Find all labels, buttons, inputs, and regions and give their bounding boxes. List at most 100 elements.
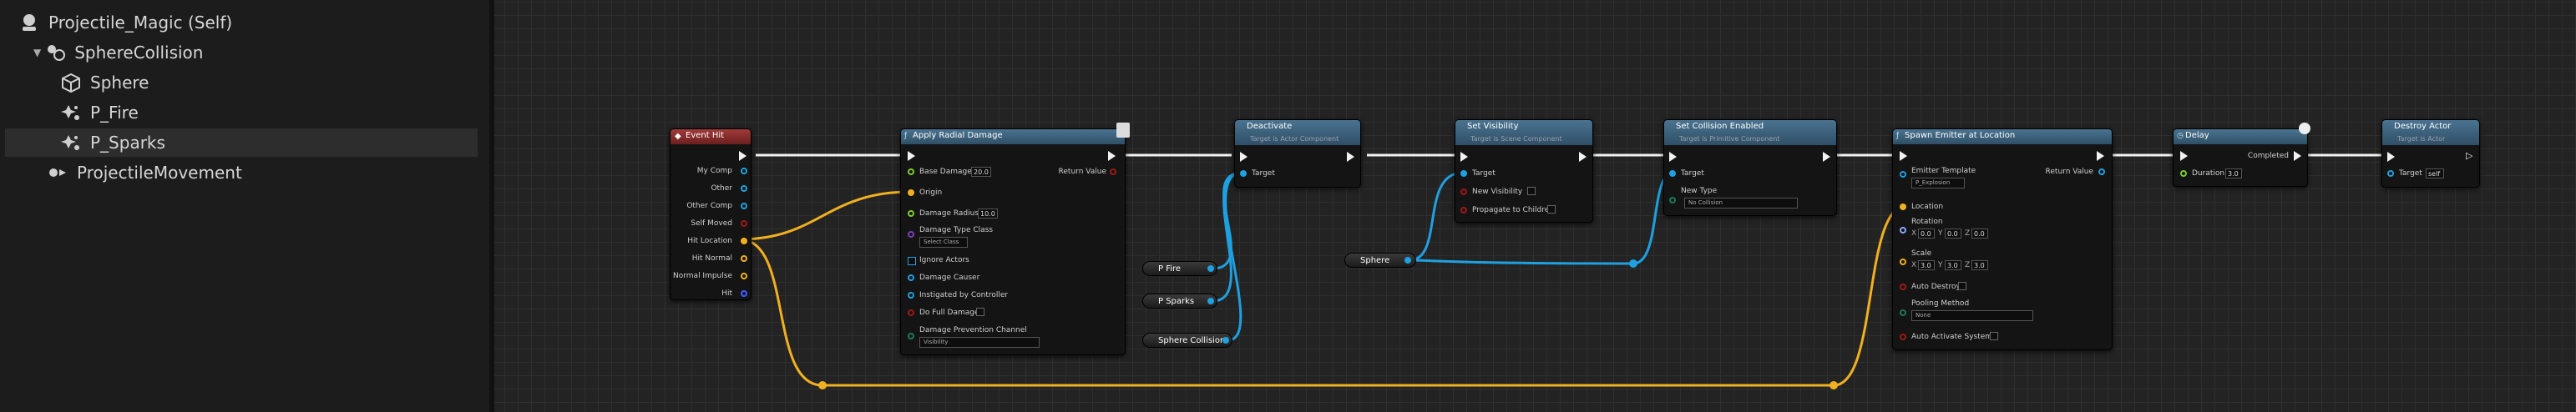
outliner-item-sphere[interactable]: Sphere bbox=[60, 68, 149, 97]
boolean-pin[interactable] bbox=[1460, 188, 1467, 195]
object-pin[interactable] bbox=[1900, 171, 1906, 178]
scale-x-input[interactable]: 3.0 bbox=[1918, 260, 1935, 270]
variable-sphere[interactable]: Sphere bbox=[1344, 253, 1416, 268]
boolean-pin[interactable] bbox=[1460, 207, 1467, 214]
float-pin[interactable] bbox=[2180, 170, 2187, 177]
rotation-x-input[interactable]: 0.0 bbox=[1918, 229, 1935, 239]
duration-input[interactable]: 3.0 bbox=[2225, 168, 2242, 178]
float-pin[interactable] bbox=[908, 168, 914, 175]
node-header[interactable]: Delay bbox=[2174, 129, 2307, 144]
array-pin[interactable] bbox=[908, 257, 916, 265]
prevention-channel-dropdown[interactable]: Visibility bbox=[919, 337, 1040, 348]
rotator-pin[interactable] bbox=[1900, 227, 1906, 234]
outliner-item-p-sparks[interactable]: P_Sparks bbox=[5, 128, 478, 157]
panel-splitter[interactable] bbox=[489, 0, 494, 412]
delay-node[interactable]: Delay ◷ Completed Duration 3.0 bbox=[2173, 123, 2310, 187]
outliner-item-p-fire[interactable]: P_Fire bbox=[60, 98, 139, 127]
scale-z-input[interactable]: 3.0 bbox=[1971, 260, 1988, 270]
exec-in-pin[interactable] bbox=[1669, 152, 1677, 162]
exec-out-pin[interactable] bbox=[1108, 151, 1116, 161]
struct-pin[interactable] bbox=[741, 290, 747, 297]
enum-pin[interactable] bbox=[908, 333, 914, 339]
exec-in-pin[interactable] bbox=[908, 151, 915, 161]
exec-out-pin[interactable] bbox=[2097, 151, 2104, 161]
auto-destroy-checkbox[interactable] bbox=[1958, 282, 1966, 290]
node-header[interactable]: Apply Radial Damage bbox=[901, 129, 1125, 144]
variable-sphere-collision[interactable]: Sphere Collision bbox=[1142, 333, 1232, 348]
exec-out-pin[interactable] bbox=[1823, 152, 1830, 162]
float-pin[interactable] bbox=[908, 210, 914, 217]
new-type-dropdown[interactable]: No Collision bbox=[1684, 198, 1798, 209]
exec-out-pin[interactable] bbox=[739, 151, 746, 161]
object-pin[interactable] bbox=[2387, 170, 2394, 177]
node-header[interactable]: Event Hit bbox=[671, 129, 751, 144]
variable-p-fire[interactable]: P Fire bbox=[1142, 261, 1217, 276]
exec-in-pin[interactable] bbox=[1460, 152, 1468, 162]
vector-pin[interactable] bbox=[1900, 259, 1906, 265]
damage-radius-input[interactable]: 10.0 bbox=[978, 209, 998, 219]
exec-in-pin[interactable] bbox=[2180, 151, 2188, 161]
new-visibility-checkbox[interactable] bbox=[1527, 187, 1536, 195]
vector-pin[interactable] bbox=[741, 273, 747, 279]
vector-pin[interactable] bbox=[1900, 203, 1906, 210]
enum-pin[interactable] bbox=[1900, 309, 1906, 316]
object-pin[interactable] bbox=[741, 203, 747, 209]
exec-in-pin[interactable] bbox=[2387, 152, 2395, 162]
propagate-checkbox[interactable] bbox=[1547, 205, 1556, 214]
node-header[interactable]: Spawn Emitter at Location bbox=[1893, 129, 2112, 144]
damage-type-dropdown[interactable]: Select Class bbox=[919, 237, 968, 248]
object-pin[interactable] bbox=[1240, 170, 1247, 177]
boolean-pin[interactable] bbox=[908, 309, 914, 316]
object-pin[interactable] bbox=[1222, 337, 1229, 344]
boolean-pin[interactable] bbox=[741, 220, 747, 227]
object-pin[interactable] bbox=[1404, 257, 1411, 264]
class-pin[interactable] bbox=[908, 231, 914, 238]
outliner-item-projectilemovement[interactable]: ProjectileMovement bbox=[47, 158, 242, 187]
variable-p-sparks[interactable]: P Sparks bbox=[1142, 294, 1217, 309]
vector-pin[interactable] bbox=[908, 189, 914, 196]
object-pin[interactable] bbox=[741, 185, 747, 192]
boolean-pin[interactable] bbox=[1110, 168, 1116, 175]
exec-out-pin[interactable] bbox=[1579, 152, 1587, 162]
exec-in-pin[interactable] bbox=[1240, 152, 1248, 162]
scale-y-input[interactable]: 3.0 bbox=[1945, 260, 1961, 270]
object-pin[interactable] bbox=[741, 168, 747, 174]
rotation-y-input[interactable]: 0.0 bbox=[1945, 229, 1961, 239]
expand-arrow-icon[interactable]: ▼ bbox=[33, 47, 42, 58]
base-damage-input[interactable]: 20.0 bbox=[971, 167, 991, 177]
outliner-item-spherecollision[interactable]: ▼ SphereCollision bbox=[33, 38, 203, 67]
object-pin[interactable] bbox=[1207, 265, 1214, 272]
object-pin[interactable] bbox=[1460, 170, 1467, 177]
object-pin[interactable] bbox=[2098, 168, 2105, 175]
full-damage-checkbox[interactable] bbox=[976, 308, 984, 316]
rotation-z-input[interactable]: 0.0 bbox=[1971, 229, 1988, 239]
boolean-pin[interactable] bbox=[1900, 334, 1906, 340]
vector-pin[interactable] bbox=[741, 255, 747, 262]
exec-out-pin[interactable] bbox=[1347, 152, 1354, 162]
object-pin[interactable] bbox=[1669, 170, 1676, 177]
enum-pin[interactable] bbox=[1669, 197, 1676, 203]
spawn-emitter-node[interactable]: Spawn Emitter at Location ƒ Emitter Temp… bbox=[1892, 128, 2113, 350]
target-self-input[interactable]: self bbox=[2426, 168, 2444, 178]
object-pin[interactable] bbox=[908, 292, 914, 299]
object-pin[interactable] bbox=[908, 274, 914, 281]
auto-activate-checkbox[interactable] bbox=[1990, 332, 1998, 340]
outliner-item-self[interactable]: Projectile_Magic (Self) bbox=[18, 8, 232, 37]
event-hit-node[interactable]: Event Hit ◆ My Comp Other Other Comp Sel… bbox=[670, 128, 752, 300]
vector-pin[interactable] bbox=[741, 238, 747, 244]
exec-in-pin[interactable] bbox=[1900, 151, 1907, 161]
pooling-method-dropdown[interactable]: None bbox=[1911, 310, 2033, 321]
object-pin[interactable] bbox=[1207, 298, 1214, 304]
boolean-pin[interactable] bbox=[1900, 284, 1906, 290]
exec-out-pin[interactable] bbox=[2294, 151, 2301, 161]
apply-radial-damage-node[interactable]: Apply Radial Damage ƒ Base Damage 20.0 R… bbox=[900, 123, 1130, 355]
emitter-template-dropdown[interactable]: P_Explosion bbox=[1911, 178, 1965, 188]
